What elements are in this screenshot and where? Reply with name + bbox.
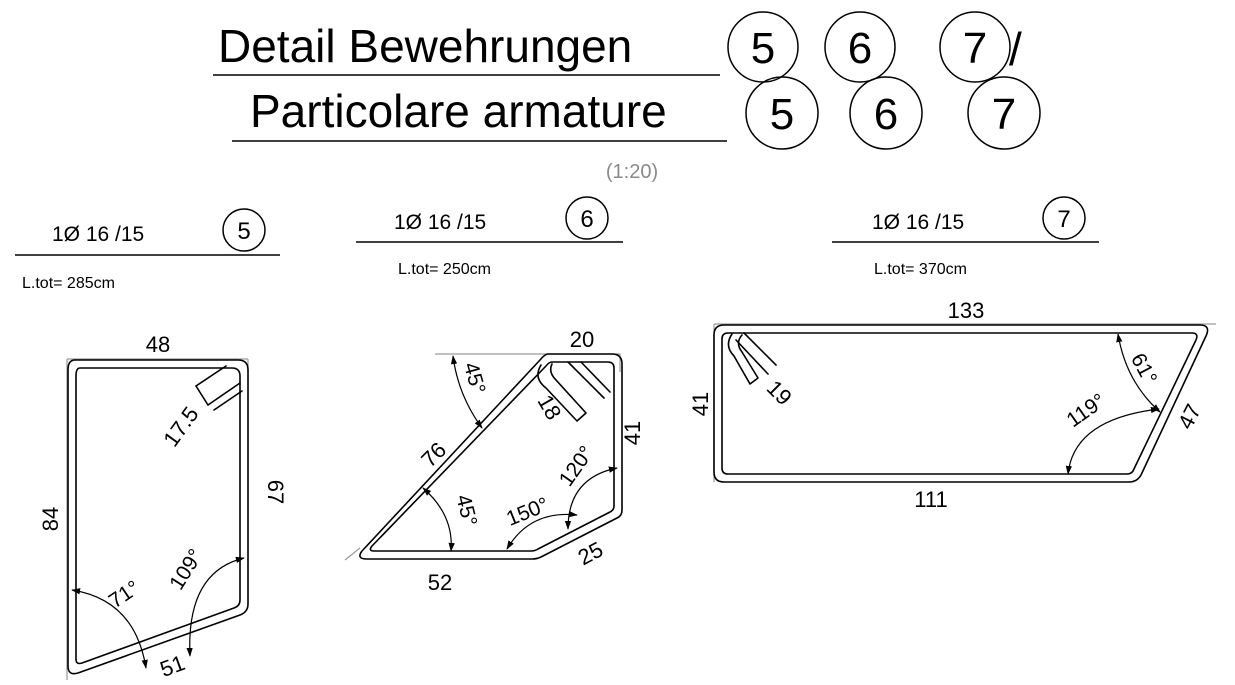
- bar-7-bubble-label: 7: [1057, 206, 1070, 233]
- title-italian: Particolare armature: [250, 85, 667, 137]
- title-german: Detail Bewehrungen: [218, 20, 632, 72]
- bar-6-dim-bottom: 52: [428, 570, 452, 595]
- title-bubble-6-bottom-label: 6: [874, 90, 898, 139]
- bar-5-hook-end: [195, 385, 209, 406]
- bar-6-bubble: [565, 196, 609, 240]
- title-bubble-7-top-label: 7: [963, 24, 987, 73]
- bar-6-group: 1Ø 16 /15 6 L.tot= 250cm 20 18 41 76 52 …: [344, 196, 645, 595]
- bar-5-dim-top: 48: [146, 332, 170, 357]
- title-bubble-7-bottom-label: 7: [992, 90, 1016, 139]
- bar-6-angle-45-bottom-arc: [422, 487, 455, 552]
- bar-7-outer-outline: [713, 324, 1209, 483]
- bar-7-dim-right: 47: [1173, 400, 1206, 433]
- bar-5-reference-lines: [66, 358, 249, 680]
- bar-7-length: L.tot= 370cm: [874, 261, 967, 278]
- bar-6-reference-lines: [344, 353, 621, 561]
- bar-7-hook: [727, 333, 759, 385]
- bar-5-angle-109: 109°: [165, 545, 208, 594]
- bar-7-spec: 1Ø 16 /15: [872, 211, 964, 234]
- bar-6-angle-120-arc: [564, 466, 618, 530]
- title-bubble-7-bottom: [967, 76, 1041, 150]
- bar-6-hook: [537, 363, 587, 422]
- bar-5-hook-line-3: [213, 390, 243, 411]
- bar-5-angle-109-arc: [186, 556, 245, 657]
- bar-6-hook-line: [567, 361, 605, 399]
- bar-7-reference-lines: [713, 323, 1216, 482]
- title-block: Detail Bewehrungen 5 6 7 / Particolare a…: [213, 11, 1041, 183]
- bar-7-group: 1Ø 16 /15 7 L.tot= 370cm 133 19 41 47 11…: [688, 196, 1216, 512]
- bar-5-angle-71: 71°: [105, 576, 144, 613]
- title-bubble-7-top: [939, 11, 1011, 83]
- bar-6-angle-45-bottom: 45°: [451, 492, 481, 528]
- bar-6-dim-chamfer: 25: [574, 537, 607, 571]
- title-bubble-5-bottom-label: 5: [770, 90, 794, 139]
- bar-6-angle-150: 150°: [503, 493, 552, 531]
- bar-5-length: L.tot= 285cm: [22, 275, 115, 292]
- bar-5-dim-left: 84: [38, 507, 63, 531]
- bar-7-angle-119-arc: [1065, 406, 1160, 475]
- bar-5-dim-right: 67: [263, 480, 288, 504]
- bar-6-dim-hook: 18: [533, 390, 567, 424]
- bar-6-spec: 1Ø 16 /15: [394, 211, 486, 234]
- bar-7-angle-119: 119°: [1063, 389, 1111, 432]
- title-slash: /: [1009, 23, 1022, 75]
- bar-6-angle-45-top-arc: [450, 355, 483, 429]
- title-bubble-5-bottom: [745, 76, 819, 150]
- bar-6-angle-120: 120°: [555, 442, 599, 491]
- bar-6-outer-outline: [359, 353, 623, 560]
- bar-7-inner-outline: [721, 332, 1198, 475]
- bar-7-angle-61-arc: [1116, 333, 1161, 413]
- scale-label: (1:20): [606, 161, 658, 183]
- bar-6-bubble-label: 6: [580, 206, 593, 233]
- bar-6-hook-line-2: [580, 361, 611, 393]
- title-bubble-6-top-label: 6: [848, 24, 872, 73]
- bar-7-dim-hook: 19: [762, 375, 797, 410]
- bar-7-dim-left: 41: [688, 392, 713, 416]
- title-bubble-6-top: [824, 11, 896, 83]
- bar-7-hook-line-2: [735, 339, 769, 375]
- bar-5-dim-bottom: 51: [157, 650, 189, 682]
- bar-7-dim-bottom: 111: [914, 487, 947, 512]
- bar-5-angle-71-arc: [71, 588, 148, 669]
- bar-6-dim-right: 41: [620, 421, 645, 445]
- bar-5-hook-line-1: [195, 365, 227, 387]
- title-bubble-5-top-label: 5: [751, 24, 775, 73]
- bar-7-hook-line: [743, 332, 777, 366]
- bar-5-outer-outline: [67, 359, 249, 675]
- bar-5-spec: 1Ø 16 /15: [52, 223, 144, 246]
- bar-7-bubble: [1042, 196, 1086, 240]
- bar-6-dim-diagonal: 76: [416, 437, 451, 472]
- bar-6-angle-45-top: 45°: [459, 360, 490, 397]
- bar-5-group: 1Ø 16 /15 5 L.tot= 285cm 48 17.5 84 67 5…: [15, 208, 288, 682]
- bar-6-inner-outline: [369, 361, 615, 552]
- bar-5-bubble-label: 5: [237, 218, 250, 245]
- bar-6-length: L.tot= 250cm: [398, 261, 491, 278]
- bar-7-angle-61: 61°: [1126, 350, 1161, 389]
- bar-5-dim-hook: 17.5: [158, 402, 203, 451]
- bar-7-dim-top: 133: [948, 298, 985, 323]
- bar-5-bubble: [222, 208, 266, 252]
- bar-5-hook-line-2: [207, 382, 241, 406]
- bar-6-dim-top: 20: [570, 327, 594, 352]
- title-bubble-6-bottom: [849, 76, 923, 150]
- bar-5-inner-outline: [75, 367, 241, 665]
